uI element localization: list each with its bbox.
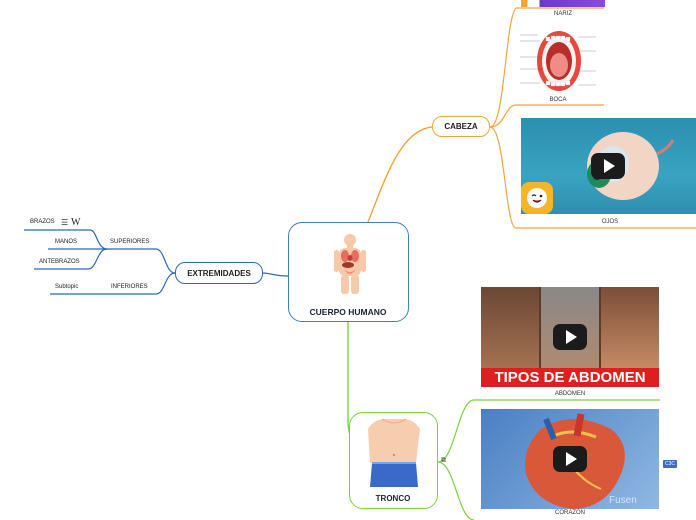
node-inferiores[interactable]: INFERIORES	[111, 284, 148, 290]
nariz-caption: NARIZ	[554, 11, 572, 17]
branch-tronco[interactable]: TRONCO	[349, 412, 438, 509]
node-subtopic[interactable]: Subtopic	[55, 284, 79, 290]
node-superiores[interactable]: SUPERIORES	[110, 239, 150, 245]
branch-tronco-label: TRONCO	[375, 494, 411, 503]
wikipedia-icon[interactable]: W	[71, 217, 81, 228]
abdomen-play-button[interactable]	[553, 324, 587, 350]
human-body-organs-icon	[334, 234, 366, 294]
ojos-caption: OJOS	[601, 219, 619, 225]
external-link-icon[interactable]: ⧉	[441, 457, 446, 464]
root-label: CUERPO HUMANO	[309, 307, 387, 317]
root-node[interactable]: CUERPO HUMANO	[288, 222, 409, 322]
mouth-anatomy-illustration	[520, 31, 596, 91]
torso-icon	[368, 418, 420, 487]
branch-extremidades-label: EXTREMIDADES	[187, 268, 251, 278]
corazon-caption: CORAZÓN	[555, 510, 585, 516]
corazon-badge[interactable]: C3C	[663, 460, 678, 468]
branch-cabeza[interactable]: CABEZA	[432, 116, 490, 137]
corazon-play-button[interactable]	[553, 446, 587, 472]
ojos-video-thumbnail[interactable]	[521, 118, 696, 214]
branch-extremidades[interactable]: EXTREMIDADES	[175, 262, 263, 284]
boca-image[interactable]	[516, 27, 600, 92]
nariz-image[interactable]	[521, 0, 605, 7]
notes-icon[interactable]: ☰	[61, 218, 69, 227]
smiley-face-icon	[527, 188, 547, 208]
node-antebrazos[interactable]: ANTEBRAZOS	[39, 259, 80, 265]
abdomen-caption: ABDOMEN	[554, 391, 586, 397]
channel-avatar	[521, 182, 553, 214]
abdomen-thumb-title: TIPOS DE ABDOMEN	[481, 368, 659, 387]
ojos-play-button[interactable]	[591, 153, 625, 179]
abdomen-video-thumbnail[interactable]: TIPOS DE ABDOMEN	[481, 287, 659, 387]
corazon-video-thumbnail[interactable]: Fusen	[481, 409, 659, 509]
boca-caption: BOCA	[549, 97, 567, 103]
corazon-watermark: Fusen	[609, 495, 637, 506]
branch-cabeza-label: CABEZA	[444, 122, 478, 131]
node-brazos[interactable]: BRAZOS	[30, 219, 55, 225]
node-manos[interactable]: MANOS	[55, 239, 78, 245]
